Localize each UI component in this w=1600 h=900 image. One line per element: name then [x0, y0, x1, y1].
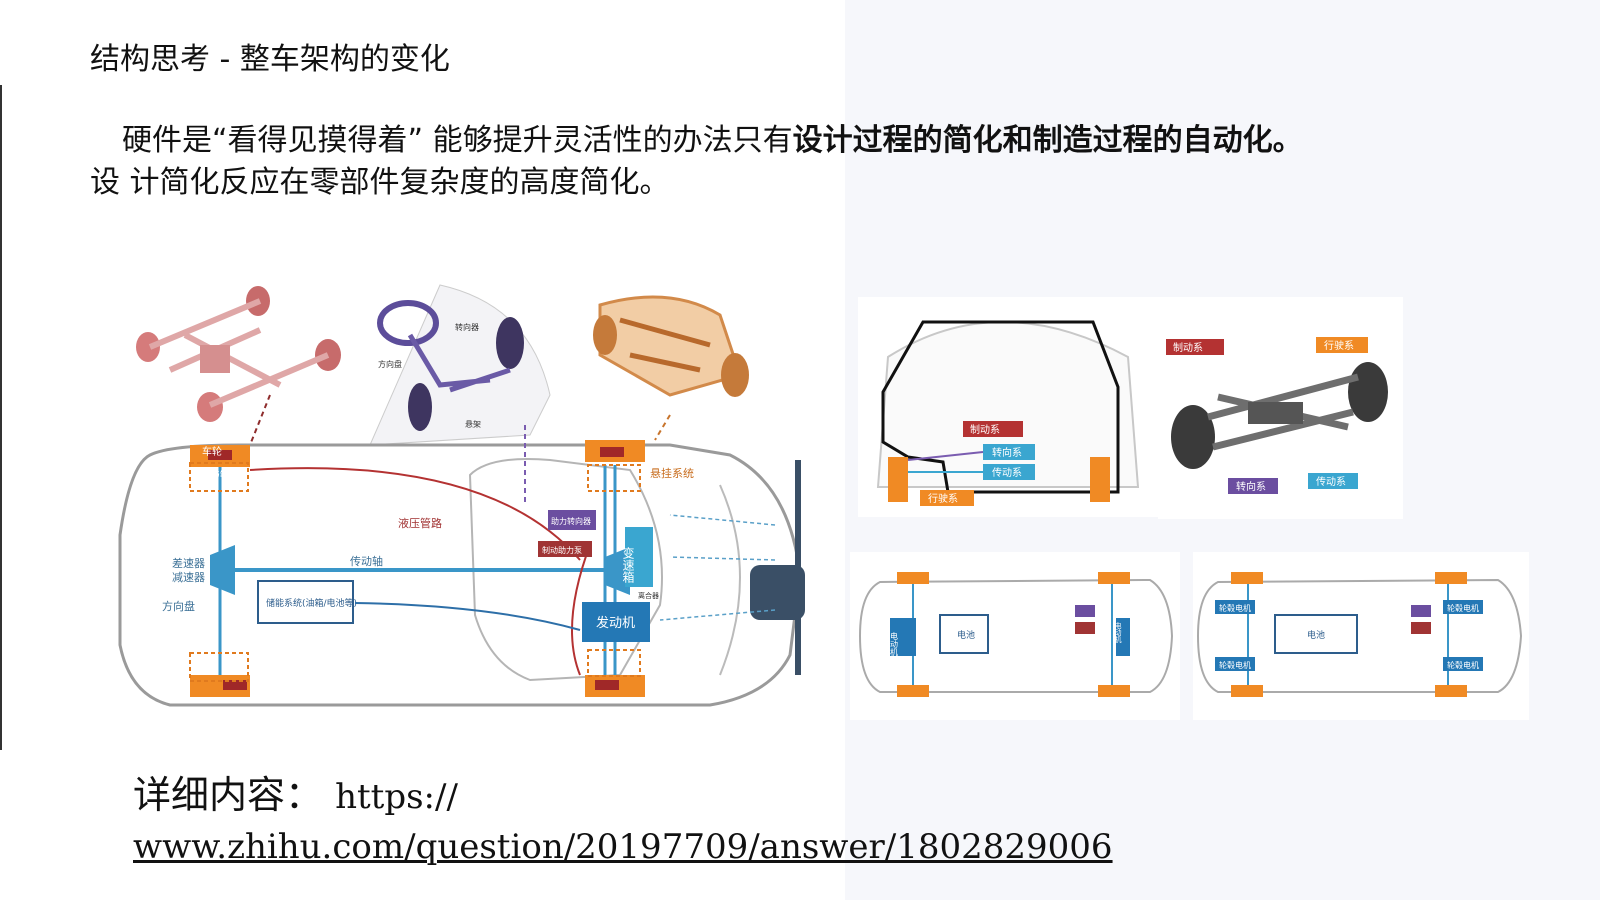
footer-url-part1[interactable]: https://: [335, 777, 458, 817]
chassis-front-travel-label: 行驶系: [928, 492, 958, 505]
storage-system-label: 储能系统(油箱/电池等): [266, 597, 357, 609]
brake-label: 分泵与制动器: [196, 469, 244, 479]
upper-label-steering-gear: 转向器: [455, 322, 479, 332]
chassis-3d-drive-label: 传动系: [1316, 476, 1346, 488]
ev-hub-motor-diagram: 轮毂电机 轮毂电机 轮毂电机 轮毂电机 电池: [1193, 552, 1529, 720]
clutch-label: 离合器: [638, 591, 659, 600]
upper-label-suspension: 悬架: [465, 420, 481, 429]
vehicle-architecture-diagram: 转向器 方向盘 悬架 车轮 分泵与制动器 悬挂系统 差速器 减速器 传动轴 方向…: [118, 284, 805, 707]
rear-axle-illustration: [136, 286, 341, 422]
ev-left-motor-front-label: 电动机: [1114, 621, 1122, 644]
suspension-label: 悬挂系统: [650, 466, 694, 480]
chassis-front-brake-label: 制动系: [970, 423, 1000, 436]
driveshaft-label: 传动轴: [350, 554, 383, 568]
chassis-front-drive-label: 传动系: [992, 467, 1022, 479]
wheel-rear-right: [190, 675, 250, 697]
slide-paragraph: 硬件是“看得见摸得着” 能够提升灵活性的办法只有设计过程的简化和制造过程的自动化…: [90, 120, 1530, 204]
engine-label: 发动机: [596, 615, 635, 631]
ev-right-battery-label: 电池: [1307, 629, 1325, 641]
brake-booster-label: 制动助力泵: [542, 545, 582, 555]
ev-right-hub-motor-4: 轮毂电机: [1447, 660, 1479, 670]
differential-label: 差速器: [172, 556, 205, 570]
para-bold: 设计过程的简化和制造过程的自动化。: [792, 123, 1303, 158]
ev-right-hub-motor-1: 轮毂电机: [1219, 603, 1251, 613]
ev-left-battery-label: 电池: [957, 629, 975, 641]
chassis-front-steering-label: 转向系: [992, 446, 1022, 459]
reducer-label: 减速器: [172, 571, 205, 584]
wheel-front-left: [585, 440, 645, 462]
steering-illustration: 转向器 方向盘 悬架: [369, 284, 551, 446]
wheel-label: 车轮: [202, 445, 222, 458]
left-edge-line: [0, 85, 2, 750]
para-suffix: 设 计简化反应在零部件复杂度的高度简化。: [90, 165, 670, 200]
upper-label-steering-wheel: 方向盘: [378, 359, 402, 369]
footer-label: 详细内容：: [133, 773, 324, 817]
wheel-front-right: [585, 675, 645, 697]
ev-left-motor-rear-label: 电动机: [890, 631, 899, 657]
para-prefix: 硬件是“看得见摸得着” 能够提升灵活性的办法只有: [122, 123, 793, 158]
footer-url-part2[interactable]: www.zhihu.com/question/20197709/answer/1…: [133, 827, 1113, 867]
front-suspension-illustration: [593, 295, 749, 397]
chassis-3d-brake-label: 制动系: [1173, 341, 1203, 354]
hydraulic-label: 液压管路: [398, 516, 442, 530]
slide-title: 结构思考 - 整车架构的变化: [90, 42, 450, 77]
footer-link: 详细内容： https:// www.zhihu.com/question/20…: [133, 770, 1113, 872]
wheel-rear-left: [190, 445, 250, 467]
ev-central-motor-diagram: 电动机 电动机 电池: [850, 552, 1180, 720]
gearbox-label: 变速箱: [621, 546, 635, 583]
chassis-3d-steering-label: 转向系: [1236, 480, 1266, 493]
power-steering-label: 助力转向器: [551, 516, 591, 526]
chassis-3d-travel-label: 行驶系: [1324, 339, 1354, 352]
ev-right-hub-motor-2: 轮毂电机: [1219, 660, 1251, 670]
steering-wheel-label: 方向盘: [162, 599, 195, 613]
chassis-front-view: 制动系 转向系 传动系 行驶系: [858, 297, 1158, 517]
chassis-3d-view: 制动系 行驶系 转向系 传动系: [1158, 297, 1403, 519]
ev-right-hub-motor-3: 轮毂电机: [1447, 603, 1479, 613]
